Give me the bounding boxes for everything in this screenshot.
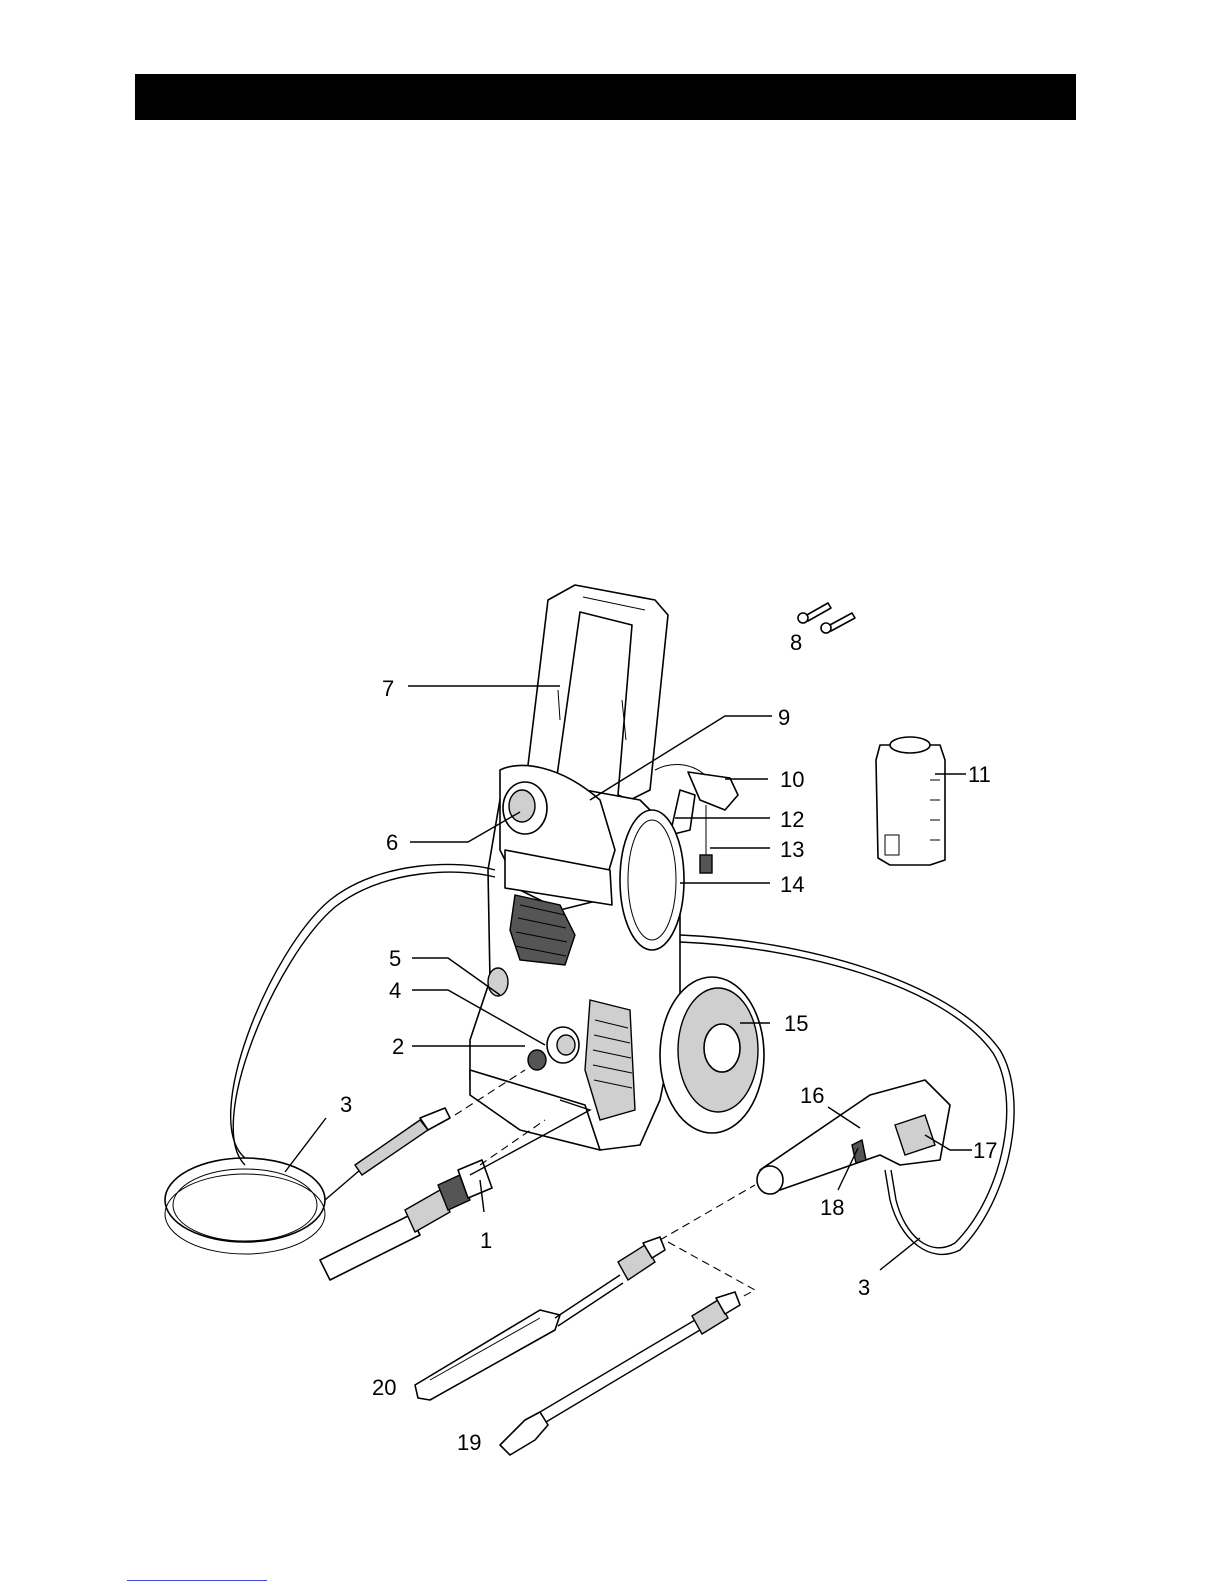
callout-8: 8	[790, 630, 802, 655]
power-switch	[503, 782, 547, 834]
wheel	[660, 977, 764, 1133]
footer-link-underline	[127, 1580, 267, 1581]
callout-15: 15	[784, 1011, 808, 1036]
callout-17: 17	[973, 1138, 997, 1163]
garden-hose-coupling	[320, 1160, 492, 1280]
callout-11: 11	[968, 762, 991, 787]
callout-14: 14	[780, 872, 804, 897]
callout-4: 4	[389, 978, 401, 1003]
callout-10: 10	[780, 767, 804, 792]
callout-3-left: 3	[340, 1092, 352, 1117]
screws	[798, 603, 855, 633]
callout-5: 5	[389, 946, 401, 971]
push-handle	[525, 585, 668, 800]
callout-19: 19	[457, 1430, 481, 1455]
spray-lance-vario	[415, 1237, 665, 1400]
callout-6: 6	[386, 830, 398, 855]
callout-18: 18	[820, 1195, 844, 1220]
callout-16: 16	[800, 1083, 824, 1108]
callout-3-right: 3	[858, 1275, 870, 1300]
callout-13: 13	[780, 837, 804, 862]
trigger-gun	[757, 1080, 950, 1194]
detergent-bottle	[876, 737, 945, 865]
callout-1: 1	[480, 1228, 492, 1253]
callout-2: 2	[392, 1034, 404, 1059]
callout-12: 12	[780, 807, 804, 832]
callout-7: 7	[382, 676, 394, 701]
callout-20: 20	[372, 1375, 396, 1400]
callout-9: 9	[778, 705, 790, 730]
